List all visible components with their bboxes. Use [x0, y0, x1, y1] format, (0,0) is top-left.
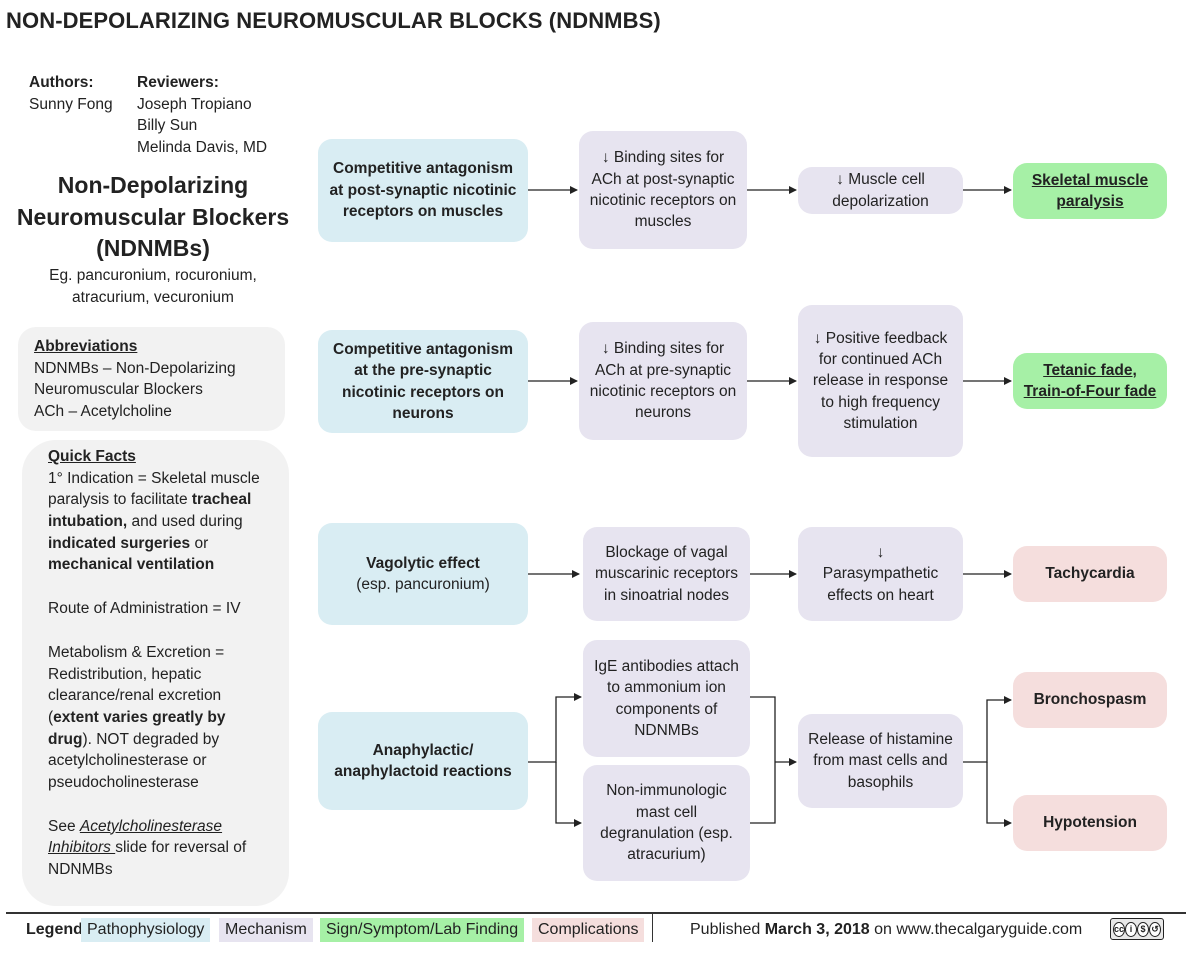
nc-glyph-icon: $ — [1137, 921, 1150, 937]
arrow — [528, 693, 582, 763]
indication-part: or — [190, 534, 209, 552]
see-also-text: See Acetylcholinesterase Inhibitors slid… — [48, 816, 271, 881]
drug-examples: Eg. pancuronium, rocuronium, atracurium,… — [12, 265, 294, 308]
node-sign-skeletal-paralysis: Skeletal muscle paralysis — [1013, 163, 1167, 219]
arrow — [555, 762, 582, 827]
indication-part: 1° Indication = Skeletal muscle paralysi… — [48, 469, 260, 509]
node-mech-vagal-blockage: Blockage of vagal muscarinic receptors i… — [583, 527, 750, 621]
quick-facts-heading: Quick Facts — [48, 448, 136, 465]
reviewers-block: Reviewers: Joseph Tropiano Billy Sun Mel… — [137, 72, 267, 159]
see-also-part: See — [48, 817, 80, 835]
reviewers-label: Reviewers: — [137, 74, 219, 91]
drug-title-line: Neuromuscular Blockers — [16, 203, 290, 230]
node-comp-tachycardia: Tachycardia — [1013, 546, 1167, 602]
drug-examples-line: Eg. pancuronium, rocuronium, — [49, 267, 257, 284]
abbreviation-line: Neuromuscular Blockers — [34, 381, 203, 399]
node-sign-tetanic-fade: Tetanic fade, Train-of-Four fade — [1013, 353, 1167, 409]
abbreviations-box: Abbreviations NDNMBs – Non-Depolarizing … — [18, 327, 285, 431]
node-mech-positive-feedback: ↓ Positive feedback for continued ACh re… — [798, 305, 963, 457]
abbreviations-heading: Abbreviations — [34, 338, 138, 355]
reviewer-name: Billy Sun — [137, 117, 198, 135]
by-glyph-icon: i — [1125, 921, 1138, 937]
pub-text: Published — [690, 921, 765, 938]
node-comp-hypotension: Hypotension — [1013, 795, 1167, 851]
drug-examples-line: atracurium, vecuronium — [72, 288, 234, 306]
publication-info: Published March 3, 2018 on www.thecalgar… — [690, 918, 1082, 942]
authors-label: Authors: — [29, 74, 94, 91]
legend-complications: Complications — [532, 918, 645, 942]
arrow — [986, 762, 1012, 827]
legend-label: Legend: — [26, 921, 89, 938]
author-name: Sunny Fong — [29, 95, 113, 113]
indication-emph: tracheal intubation, — [48, 491, 252, 531]
node-mech-ige-antibodies: IgE antibodies attach to ammonium ion co… — [583, 640, 750, 757]
see-also-link[interactable]: Acetylcholinesterase Inhibitors — [48, 817, 223, 857]
node-patho-anaphylactic: Anaphylactic/ anaphylactoid reactions — [318, 712, 528, 810]
connector — [750, 696, 776, 824]
page-title: NON-DEPOLARIZING NEUROMUSCULAR BLOCKS (N… — [6, 8, 661, 33]
legend-bar: Legend: Pathophysiology Mechanism Sign/S… — [6, 912, 1186, 942]
sa-glyph-icon: ↺ — [1149, 921, 1162, 937]
abbreviation-line: ACh – Acetylcholine — [34, 403, 172, 421]
indication-emph: indicated surgeries — [48, 534, 191, 552]
node-mech-parasympathetic: ↓ Parasympathetic effects on heart — [798, 527, 963, 621]
drug-title-line: Non-Depolarizing — [57, 172, 249, 198]
node-comp-bronchospasm: Bronchospasm — [1013, 672, 1167, 728]
node-mech-presynaptic-binding: ↓ Binding sites for ACh at pre-synaptic … — [579, 322, 747, 440]
down-arrow-icon: ↓ — [876, 543, 885, 561]
node-mech-mast-cell-degranulation: Non-immunologic mast cell degranulation … — [583, 765, 750, 881]
drug-title-line: (NDNMBs) — [96, 235, 210, 261]
indication-emph: mechanical ventilation — [48, 556, 215, 574]
abbreviation-line: NDNMBs – Non-Depolarizing — [34, 359, 236, 377]
node-mech-postsynaptic-binding: ↓ Binding sites for ACh at post-synaptic… — [579, 131, 747, 249]
route-text: Route of Administration = IV — [48, 600, 241, 618]
metabolism-part: Metabolism & Excretion = Redistribution,… — [48, 643, 225, 726]
cc-glyph-icon: cc — [1113, 921, 1126, 937]
node-mech-histamine-release: Release of histamine from mast cells and… — [798, 714, 963, 808]
reviewer-name: Melinda Davis, MD — [137, 139, 268, 157]
parasympathetic-text: Parasympathetic effects on heart — [822, 565, 939, 604]
indication-part: and used during — [127, 513, 243, 531]
authors-block: Authors: Sunny Fong — [29, 72, 113, 115]
node-patho-vagolytic: Vagolytic effect (esp. pancuronium) — [318, 523, 528, 625]
pub-date: March 3, 2018 — [764, 921, 870, 938]
drug-title: Non-Depolarizing Neuromuscular Blockers … — [12, 170, 294, 265]
metabolism-text: Metabolism & Excretion = Redistribution,… — [48, 642, 271, 794]
metabolism-part: ). NOT degraded by acetylcholinesterase … — [48, 730, 220, 791]
arrow — [963, 696, 1012, 763]
node-patho-postsynaptic: Competitive antagonism at post-synaptic … — [318, 139, 528, 242]
quick-facts-box: Quick Facts 1° Indication = Skeletal mus… — [22, 440, 289, 906]
node-patho-presynaptic: Competitive antagonism at the pre-synapt… — [318, 330, 528, 433]
legend-pathophysiology: Pathophysiology — [81, 918, 211, 942]
legend-divider — [652, 914, 653, 942]
legend-sign-symptom: Sign/Symptom/Lab Finding — [320, 918, 525, 942]
vagolytic-title: Vagolytic effect — [366, 554, 480, 572]
cc-by-nc-sa-icon: cc i $ ↺ — [1110, 918, 1164, 940]
legend-mechanism: Mechanism — [219, 918, 313, 942]
metabolism-emph: extent varies greatly by drug — [48, 708, 226, 748]
indication-text: 1° Indication = Skeletal muscle paralysi… — [48, 468, 271, 576]
see-also-part: slide for reversal of NDNMBs — [48, 839, 247, 878]
pub-text: on www.thecalgaryguide.com — [869, 921, 1083, 938]
reviewer-name: Joseph Tropiano — [137, 95, 252, 113]
vagolytic-sub: (esp. pancuronium) — [356, 576, 490, 593]
node-mech-muscle-depolarization: ↓ Muscle cell depolarization — [798, 167, 963, 214]
